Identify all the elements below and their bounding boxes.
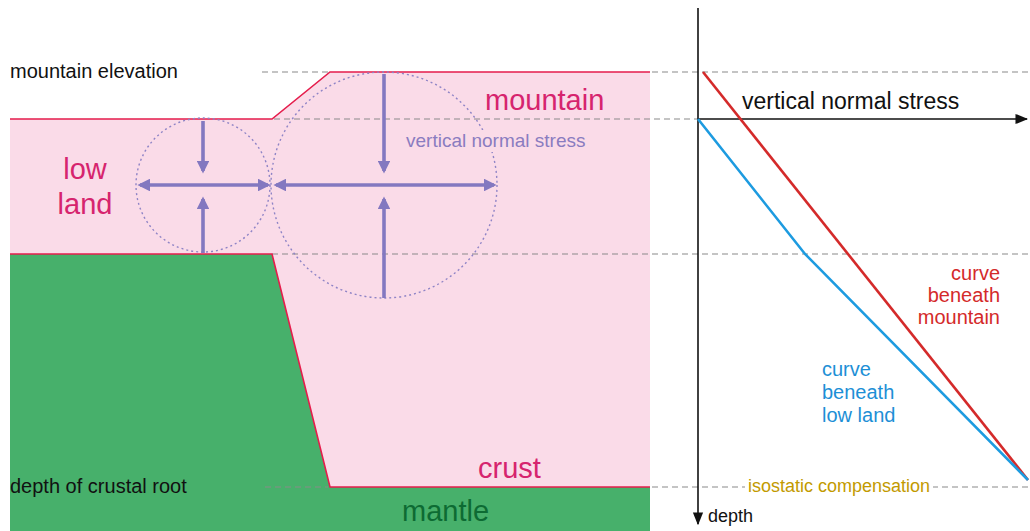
stress-arrow	[201, 199, 205, 253]
reference-line	[652, 71, 1030, 72]
axis-title: vertical normal stress	[742, 88, 959, 114]
elevation-label: mountain elevation	[10, 60, 178, 83]
stress-label: vertical normal stress	[403, 130, 589, 152]
stress-arrow	[201, 121, 205, 171]
curve-label: curve beneath low land	[822, 358, 914, 427]
mountain-curve	[703, 72, 1028, 480]
stress-arrow	[382, 199, 386, 298]
compensation-label: isostatic compensation	[745, 476, 933, 497]
crust-region: mountain vertical normal stress low land cr…	[10, 72, 650, 531]
curve-label: curve beneath mountain	[890, 262, 1000, 328]
stress-arrow	[140, 183, 268, 187]
mantle-region-fill	[10, 254, 650, 531]
stress-arrow	[382, 74, 386, 171]
reference-line	[274, 118, 698, 119]
region-name: mountain	[485, 84, 604, 117]
crust-region-fill	[10, 72, 650, 531]
region-name: crust	[478, 452, 541, 485]
depth-label: depth of crustal root	[10, 475, 187, 498]
reference-line	[262, 71, 328, 72]
lowland-curve	[698, 119, 1028, 480]
region-name: low land	[45, 152, 125, 222]
stress-axis	[698, 118, 1027, 120]
region-name: mantle	[402, 495, 489, 528]
stress-arrow	[276, 183, 494, 187]
axis-title: depth	[708, 506, 753, 527]
depth-axis	[697, 8, 699, 524]
